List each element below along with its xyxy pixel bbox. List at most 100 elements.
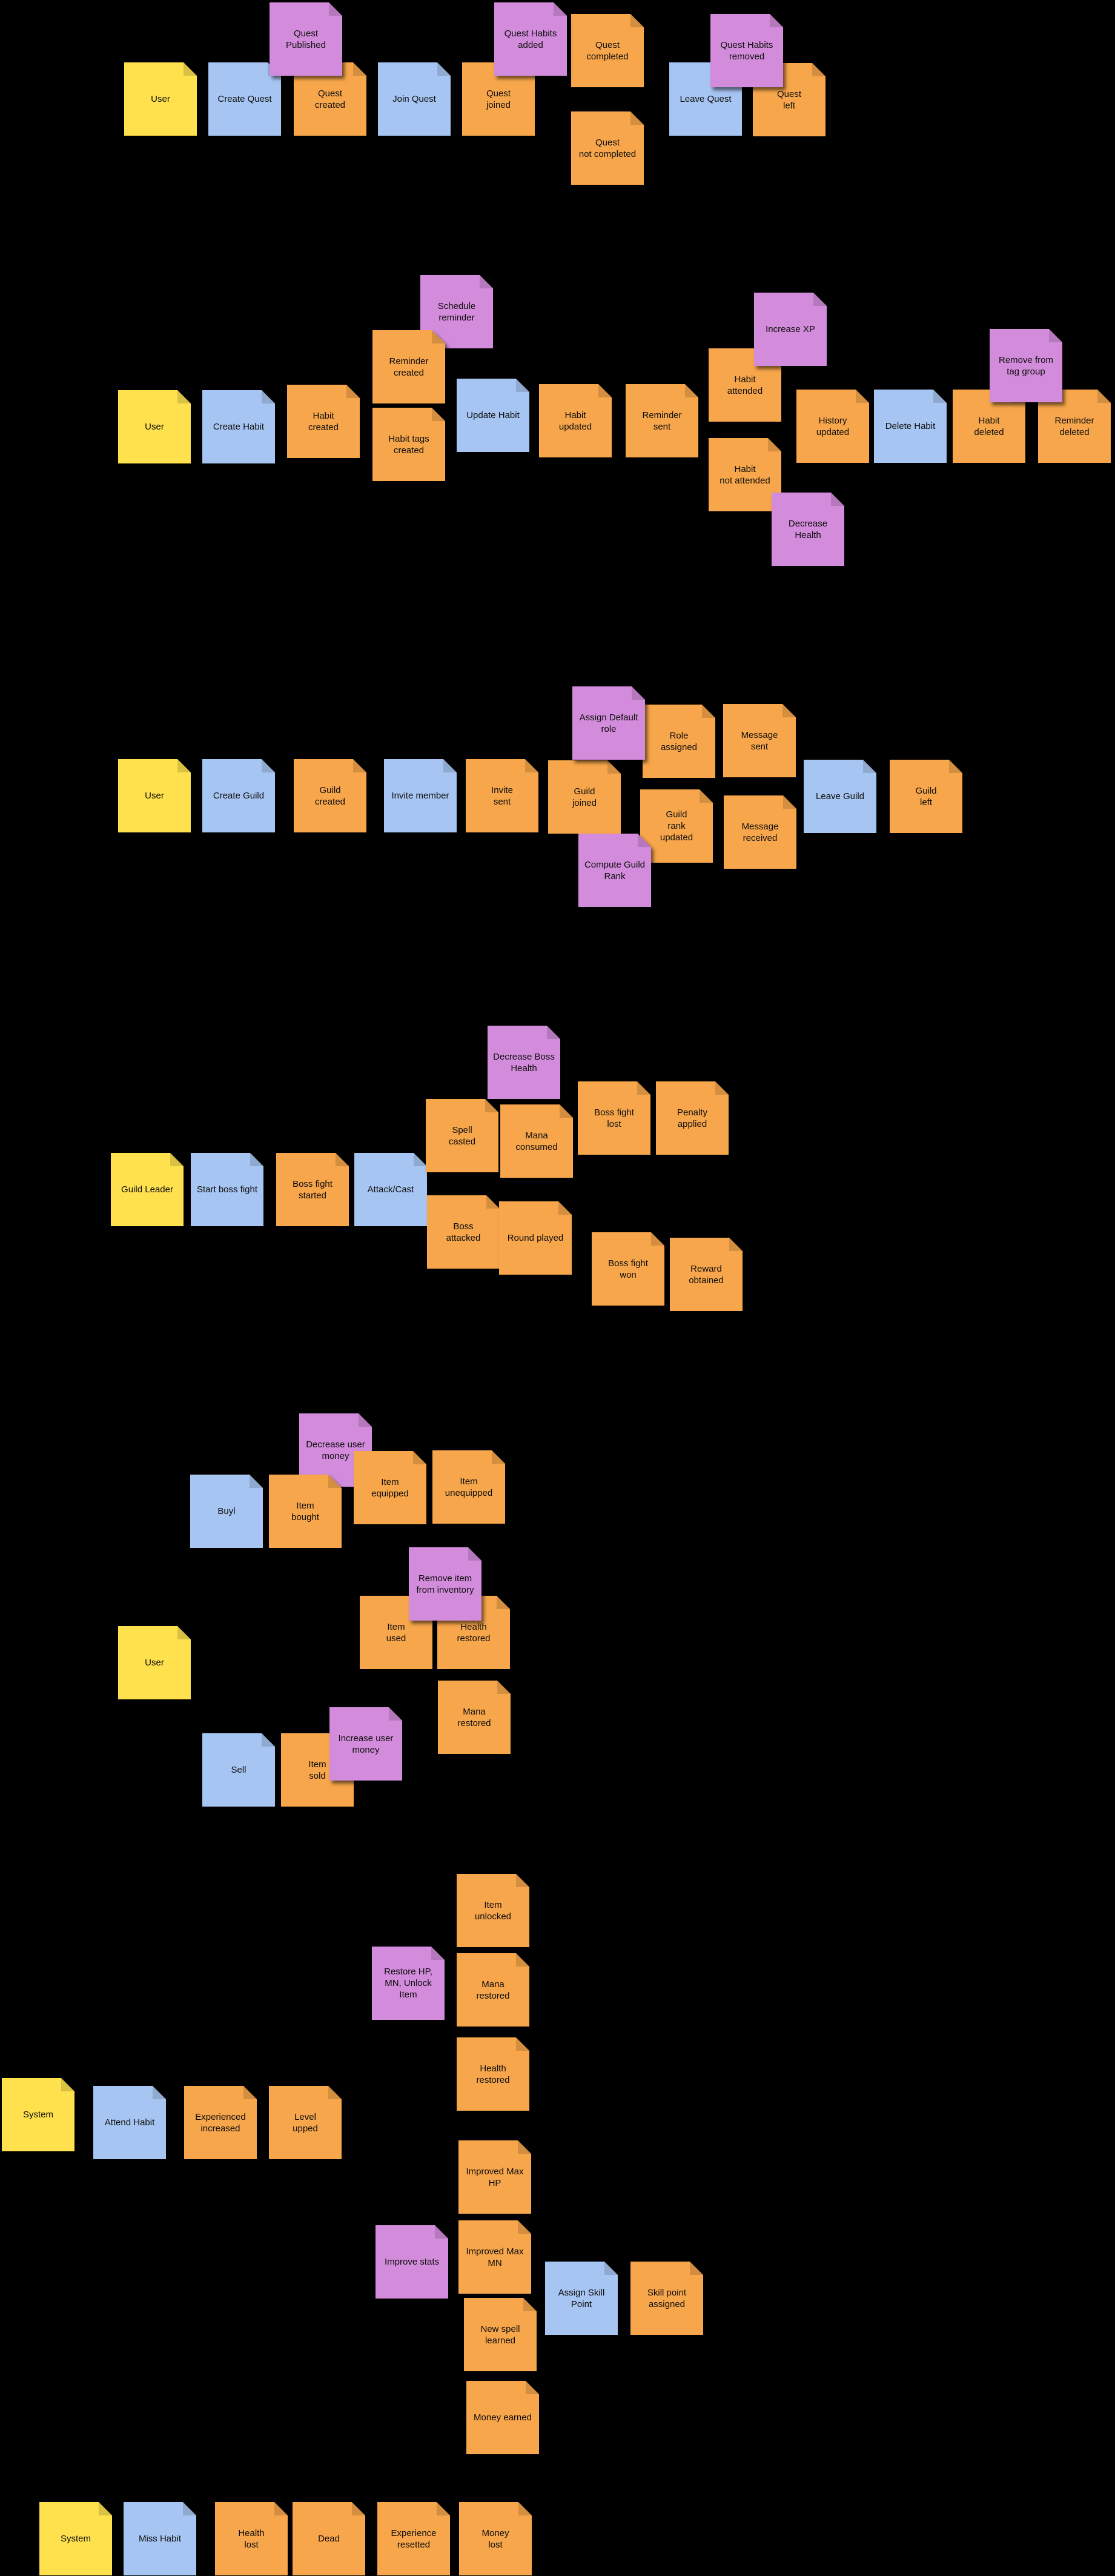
sticky-note-system-rewards-actor[interactable]: System — [2, 2078, 74, 2151]
sticky-note-guild-left[interactable]: Guild left — [890, 760, 962, 833]
sticky-note-miss-habit[interactable]: Miss Habit — [124, 2502, 196, 2575]
sticky-note-paper: Quest not completed — [571, 111, 644, 185]
sticky-note-item-bought[interactable]: Item bought — [269, 1475, 342, 1548]
sticky-note-history-updated[interactable]: History updated — [796, 390, 869, 463]
sticky-note-increase-user-money[interactable]: Increase user money — [329, 1707, 402, 1781]
sticky-note-label: Role assigned — [660, 730, 698, 752]
sticky-note-money-earned[interactable]: Money earned — [466, 2381, 539, 2454]
sticky-note-boss-fight-started[interactable]: Boss fight started — [276, 1153, 349, 1226]
sticky-note-reward-obtained[interactable]: Reward obtained — [670, 1238, 743, 1311]
sticky-note-join-quest[interactable]: Join Quest — [378, 62, 451, 136]
sticky-note-habit-not-attended[interactable]: Habit not attended — [709, 438, 781, 511]
sticky-note-remove-from-tag-group[interactable]: Remove from tag group — [990, 329, 1062, 402]
sticky-note-remove-item-from-inventory[interactable]: Remove item from inventory — [409, 1547, 481, 1621]
sticky-note-quest-not-completed[interactable]: Quest not completed — [571, 111, 644, 185]
sticky-note-start-boss-fight[interactable]: Start boss fight — [191, 1153, 263, 1226]
sticky-note-user-inventory[interactable]: User — [118, 1626, 191, 1699]
sticky-note-label: Quest created — [314, 88, 346, 110]
sticky-note-mana-restored-system[interactable]: Mana restored — [457, 1953, 529, 2027]
sticky-note-attack-cast[interactable]: Attack/Cast — [354, 1153, 427, 1226]
sticky-note-dead[interactable]: Dead — [293, 2502, 365, 2575]
sticky-note-buy[interactable]: Buyl — [190, 1475, 263, 1548]
sticky-note-sell[interactable]: Sell — [202, 1733, 275, 1807]
sticky-note-paper: Guild joined — [548, 760, 621, 834]
sticky-note-compute-guild-rank[interactable]: Compute Guild Rank — [578, 834, 651, 907]
folded-corner-icon — [413, 1451, 426, 1464]
sticky-note-label: Guild joined — [572, 786, 597, 808]
sticky-note-user-quest[interactable]: User — [124, 62, 197, 136]
sticky-note-delete-habit[interactable]: Delete Habit — [874, 390, 947, 463]
sticky-note-create-habit[interactable]: Create Habit — [202, 390, 275, 463]
sticky-note-quest-habits-added[interactable]: Quest Habits added — [494, 2, 567, 76]
sticky-note-decrease-boss-health[interactable]: Decrease Boss Health — [488, 1026, 560, 1099]
sticky-note-skill-point-assigned[interactable]: Skill point assigned — [630, 2262, 703, 2335]
sticky-note-paper: Attack/Cast — [354, 1153, 427, 1226]
sticky-note-money-lost[interactable]: Money lost — [459, 2502, 532, 2575]
sticky-note-paper: Reminder sent — [626, 384, 698, 457]
sticky-note-paper: Item equipped — [354, 1451, 426, 1524]
sticky-note-paper: Mana consumed — [500, 1104, 573, 1178]
sticky-note-habit-created[interactable]: Habit created — [287, 385, 360, 458]
sticky-note-update-habit[interactable]: Update Habit — [457, 379, 529, 452]
sticky-note-item-unequipped[interactable]: Item unequipped — [432, 1450, 505, 1524]
sticky-note-increase-xp[interactable]: Increase XP — [754, 293, 827, 366]
folded-corner-icon — [690, 2262, 703, 2275]
sticky-note-quest-completed[interactable]: Quest completed — [571, 14, 644, 87]
sticky-note-assign-skill-point[interactable]: Assign Skill Point — [545, 2262, 618, 2335]
sticky-note-attend-habit[interactable]: Attend Habit — [93, 2086, 166, 2159]
sticky-note-decrease-health[interactable]: Decrease Health — [772, 493, 844, 566]
sticky-note-invite-member[interactable]: Invite member — [384, 759, 457, 832]
folded-corner-icon — [414, 1153, 427, 1166]
sticky-note-guild-joined[interactable]: Guild joined — [548, 760, 621, 834]
sticky-note-guild-created[interactable]: Guild created — [294, 759, 366, 832]
sticky-note-quest-habits-removed[interactable]: Quest Habits removed — [710, 14, 783, 87]
sticky-note-spell-casted[interactable]: Spell casted — [426, 1099, 498, 1172]
sticky-note-mana-restored-inventory[interactable]: Mana restored — [438, 1681, 511, 1754]
sticky-note-reminder-sent[interactable]: Reminder sent — [626, 384, 698, 457]
sticky-note-improved-max-hp[interactable]: Improved Max HP — [458, 2140, 531, 2214]
sticky-note-message-sent[interactable]: Message sent — [723, 704, 796, 777]
sticky-note-experienced-increased[interactable]: Experienced increased — [184, 2086, 257, 2159]
sticky-note-mana-consumed[interactable]: Mana consumed — [500, 1104, 573, 1178]
sticky-note-system-penalties-actor[interactable]: System — [39, 2502, 112, 2575]
sticky-note-improve-stats[interactable]: Improve stats — [376, 2225, 448, 2299]
folded-corner-icon — [250, 1475, 263, 1488]
sticky-note-paper: Level upped — [269, 2086, 342, 2159]
sticky-note-role-assigned[interactable]: Role assigned — [643, 705, 715, 778]
sticky-note-item-equipped[interactable]: Item equipped — [354, 1451, 426, 1524]
sticky-note-user-habit[interactable]: User — [118, 390, 191, 463]
sticky-note-guild-leader[interactable]: Guild Leader — [111, 1153, 184, 1226]
sticky-note-quest-published[interactable]: Quest Published — [270, 2, 342, 76]
folded-corner-icon — [768, 438, 781, 451]
sticky-note-health-lost[interactable]: Health lost — [215, 2502, 288, 2575]
sticky-note-invite-sent[interactable]: Invite sent — [466, 759, 538, 832]
sticky-note-guild-rank-updated[interactable]: Guild rank updated — [640, 789, 713, 863]
sticky-note-user-guild[interactable]: User — [118, 759, 191, 832]
sticky-note-habit-tags-created[interactable]: Habit tags created — [372, 408, 445, 481]
sticky-note-label: Guild created — [314, 785, 346, 807]
sticky-note-restore-hp-mn-unlock-item[interactable]: Restore HP, MN, Unlock Item — [372, 1947, 445, 2020]
sticky-note-create-quest[interactable]: Create Quest — [208, 62, 281, 136]
sticky-note-round-played[interactable]: Round played — [499, 1201, 572, 1275]
sticky-note-assign-default-role[interactable]: Assign Default role — [572, 686, 645, 760]
folded-corner-icon — [1049, 329, 1062, 342]
sticky-note-habit-updated[interactable]: Habit updated — [539, 384, 612, 457]
sticky-note-item-unlocked[interactable]: Item unlocked — [457, 1874, 529, 1947]
sticky-note-improved-max-mn[interactable]: Improved Max MN — [458, 2220, 531, 2294]
sticky-note-health-restored-system[interactable]: Health restored — [457, 2037, 529, 2111]
sticky-note-create-guild[interactable]: Create Guild — [202, 759, 275, 832]
sticky-note-penalty-applied[interactable]: Penalty applied — [656, 1081, 729, 1155]
sticky-note-boss-fight-won[interactable]: Boss fight won — [592, 1232, 664, 1306]
sticky-note-boss-fight-lost[interactable]: Boss fight lost — [578, 1081, 650, 1155]
sticky-note-leave-guild[interactable]: Leave Guild — [804, 760, 876, 833]
sticky-note-level-upped[interactable]: Level upped — [269, 2086, 342, 2159]
sticky-note-label: Mana restored — [476, 1979, 510, 2001]
sticky-note-label: Invite sent — [491, 785, 513, 807]
folded-corner-icon — [604, 2262, 618, 2275]
sticky-note-new-spell-learned[interactable]: New spell learned — [464, 2298, 537, 2371]
sticky-note-message-received[interactable]: Message received — [724, 795, 796, 869]
sticky-note-label: User — [151, 94, 170, 104]
sticky-note-experience-resetted[interactable]: Experience resetted — [377, 2502, 450, 2575]
sticky-note-boss-attacked[interactable]: Boss attacked — [427, 1195, 500, 1269]
sticky-note-reminder-created[interactable]: Reminder created — [372, 330, 445, 403]
